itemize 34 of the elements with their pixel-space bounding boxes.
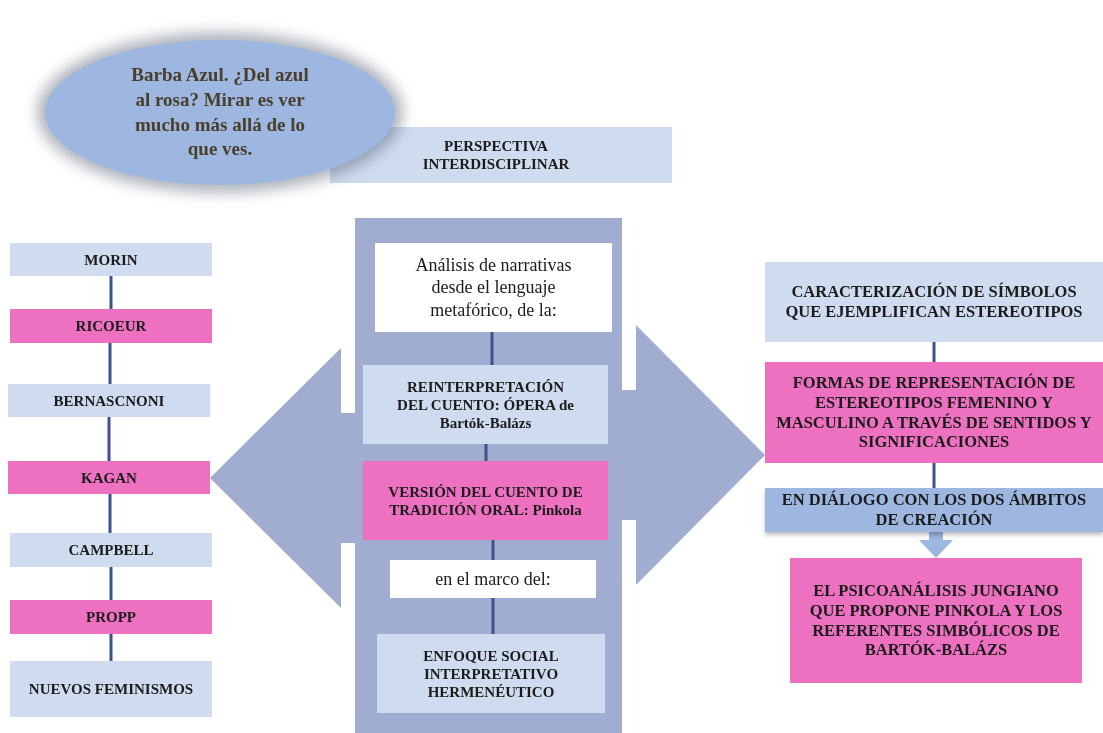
block-arrow <box>622 325 765 585</box>
label-box: MORIN <box>10 243 212 276</box>
connector-line <box>109 276 113 309</box>
highlight-box: FORMAS DE REPRESENTACIÓN DE ESTEREOTIPOS FEMENINO Y MASCULINO A TRAVÉS DE SENTIDOS Y SIGNIFICACIONES <box>765 362 1103 463</box>
label-box: PERSPECTIVA INTERDISCIPLINAR <box>330 127 672 183</box>
banner-box: EN DIÁLOGO CON LOS DOS ÁMBITOS DE CREACIÓN <box>765 488 1103 532</box>
block-arrow <box>210 348 355 608</box>
text-box: Análisis de narrativas desde el lenguaje metafórico, de la: <box>375 243 612 332</box>
label-box: NUEVOS FEMINISMOS <box>10 661 212 717</box>
connector-line <box>491 598 495 634</box>
label-box: BERNASCNONI <box>8 384 210 417</box>
connector-line <box>484 444 488 461</box>
panel-background <box>355 218 622 733</box>
connector-line <box>109 567 113 600</box>
connector-line <box>108 494 112 533</box>
text-box: en el marco del: <box>390 560 596 598</box>
connector-line <box>932 463 936 488</box>
connector-line <box>107 417 111 461</box>
label-box: REINTERPRETACIÓN DEL CUENTO: ÓPERA de Bartók-Balázs <box>363 365 608 444</box>
highlight-box: PROPP <box>10 600 212 634</box>
label-box: CARACTERIZACIÓN DE SÍMBOLOS QUE EJEMPLIFICAN ESTEREOTIPOS <box>765 262 1103 342</box>
connector-line <box>108 343 112 384</box>
label-box: CAMPBELL <box>10 533 212 567</box>
highlight-box: VERSIÓN DEL CUENTO DE TRADICIÓN ORAL: Pinkola <box>363 461 608 540</box>
connector-line <box>490 332 494 365</box>
connector-line <box>109 634 113 661</box>
highlight-box: EL PSICOANÁLISIS JUNGIANO QUE PROPONE PINKOLA Y LOS REFERENTES SIMBÓLICOS DE BARTÓK-BALÁZS <box>790 558 1082 683</box>
label-box: ENFOQUE SOCIAL INTERPRETATIVO HERMENÉUTICO <box>377 634 605 713</box>
highlight-box: RICOEUR <box>10 309 212 343</box>
title-ellipse: Barba Azul. ¿Del azul al rosa? Mirar es ver mucho más allá de lo que ves. <box>45 40 395 185</box>
connector-line <box>932 342 936 362</box>
connector-line <box>491 540 495 560</box>
highlight-box: KAGAN <box>8 461 210 494</box>
block-arrow <box>919 532 953 558</box>
